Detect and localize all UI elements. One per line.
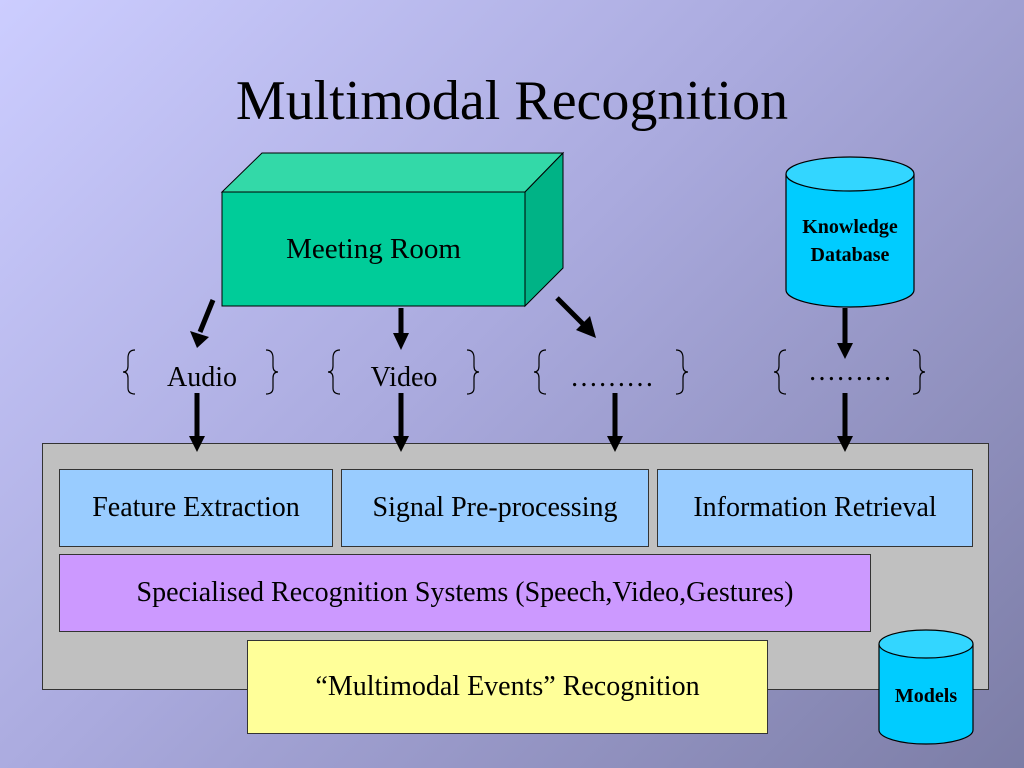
- information-retrieval-box: Information Retrieval: [657, 469, 973, 547]
- knowledge-database-cylinder: [785, 156, 915, 308]
- brace-audio-right: [265, 349, 279, 395]
- brace-audio-left: [122, 349, 136, 395]
- brace-video-right: [466, 349, 480, 395]
- input-other-label-2: ………: [808, 356, 892, 387]
- arrowhead-other2: [837, 436, 853, 452]
- input-other-label-1: ………: [570, 362, 654, 393]
- slide-title: Multimodal Recognition: [235, 70, 789, 132]
- feature-extraction-box: Feature Extraction: [59, 469, 333, 547]
- models-label: Models: [894, 684, 958, 707]
- brace-other2-left: [773, 349, 787, 395]
- knowledge-database-label: Knowledge Database: [786, 208, 914, 274]
- multimodal-events-box: “Multimodal Events” Recognition: [247, 640, 768, 734]
- brace-other1-left: [533, 349, 547, 395]
- input-audio-label: Audio: [167, 362, 237, 393]
- models-cylinder: [878, 629, 974, 745]
- input-video-label: Video: [370, 362, 438, 393]
- brace-video-left: [327, 349, 341, 395]
- arrowhead-audio: [189, 436, 205, 452]
- meeting-room-box: [220, 151, 565, 308]
- knowledge-database-line1: Knowledge: [802, 216, 898, 238]
- arrowhead-video-top: [393, 333, 409, 350]
- specialised-recognition-box: Specialised Recognition Systems (Speech,…: [59, 554, 871, 632]
- arrowhead-other1: [607, 436, 623, 452]
- arrowhead-db: [837, 343, 853, 359]
- arrowhead-audio-top: [190, 331, 209, 348]
- brace-other2-right: [912, 349, 926, 395]
- meeting-room-label: Meeting Room: [286, 232, 461, 265]
- knowledge-database-line2: Database: [810, 244, 890, 266]
- brace-other1-right: [675, 349, 689, 395]
- arrow-room-other: [555, 296, 585, 326]
- arrowhead-other-top: [576, 316, 596, 338]
- arrow-room-audio: [197, 299, 216, 333]
- arrowhead-video: [393, 436, 409, 452]
- signal-preprocessing-box: Signal Pre-processing: [341, 469, 649, 547]
